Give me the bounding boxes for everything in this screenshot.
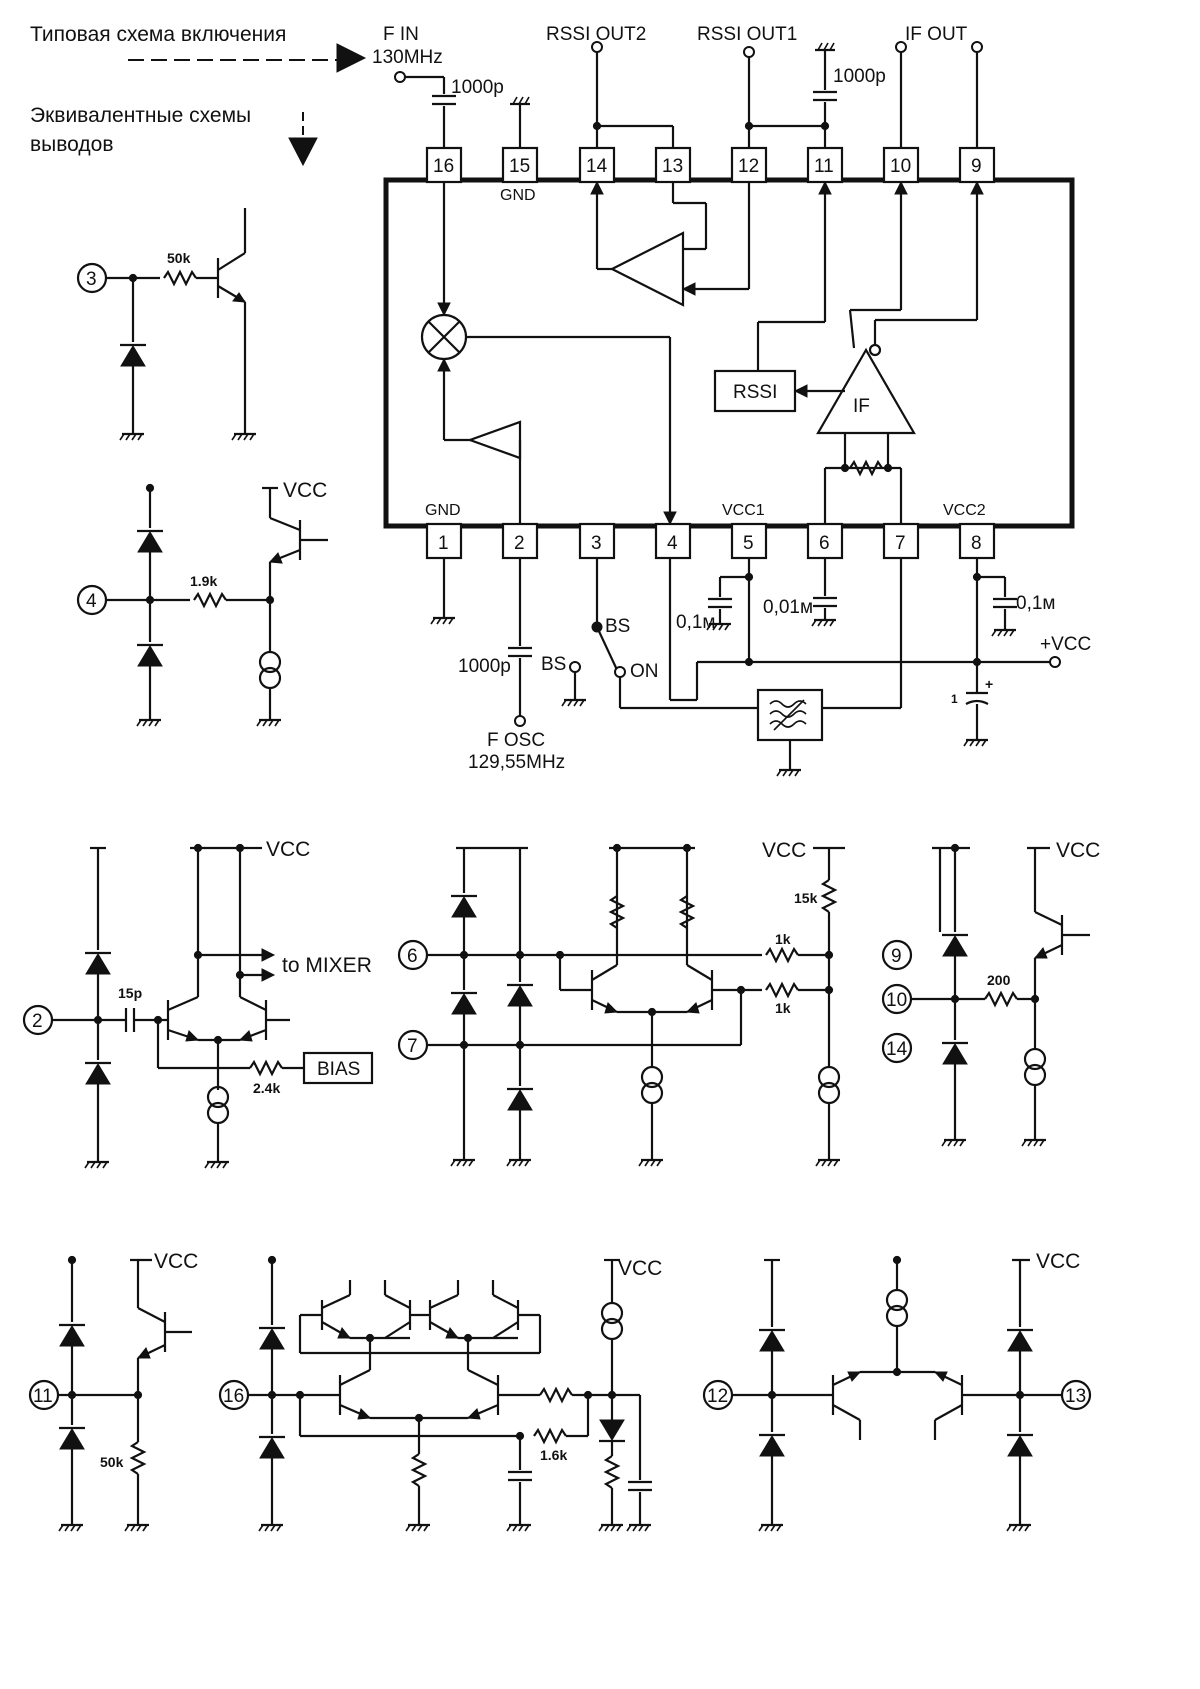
rssi-out1-label: RSSI OUT1	[697, 24, 797, 45]
ic-external-top	[394, 41, 983, 148]
ic-pin-numbers-bottom: 1 2 3 4 5 6 7 8	[438, 533, 982, 554]
eq-pin11-r1: 50k	[100, 1454, 124, 1470]
ic-vcc1-label: VCC1	[722, 502, 765, 519]
eq-pin4-r1: 1.9k	[190, 573, 217, 589]
pin-7-label: 7	[895, 533, 906, 554]
ic-gnd-bottom-label: GND	[425, 502, 461, 519]
eq-pin67-pin-a: 6	[407, 946, 418, 967]
eq-pin3-r1: 50k	[167, 250, 191, 266]
eq-pin4-vcc: VCC	[283, 479, 327, 502]
fin-label: F IN	[383, 24, 419, 45]
rssi-block-label: RSSI	[733, 382, 777, 403]
eq-pin11-vcc: VCC	[154, 1250, 198, 1273]
switch-bs-label: BS	[605, 616, 630, 637]
eq-pin91014-r1: 200	[987, 972, 1011, 988]
pin-16-label: 16	[433, 156, 454, 177]
legend-typical: Типовая схема включения	[30, 23, 286, 46]
eq-pin2-cap: 15p	[118, 985, 142, 1001]
legend-equivalent: Эквивалентные схемы	[30, 104, 251, 127]
eq-pin16-vcc: VCC	[618, 1257, 662, 1280]
eq-pin16-circuit	[218, 1255, 654, 1533]
if-block-label: IF	[853, 396, 870, 417]
eq-pin1213-pin-b: 13	[1065, 1386, 1086, 1407]
eq-pin67-pin-b: 7	[407, 1036, 418, 1057]
eq-pin1213-pin-a: 12	[707, 1386, 728, 1407]
pin-2-label: 2	[514, 533, 525, 554]
eq-pin67-r2: 1k	[775, 1000, 791, 1016]
eq-pin67-r3: 15k	[794, 890, 818, 906]
pin-13-label: 13	[662, 156, 683, 177]
fosc-freq-label: 129,55MHz	[468, 752, 565, 773]
pin-6-label: 6	[819, 533, 830, 554]
eq-pin4-pin: 4	[86, 591, 97, 612]
pin-14-label: 14	[586, 156, 608, 177]
eq-pin16-r1: 1.6k	[540, 1447, 567, 1463]
eq-pin3-circuit	[76, 208, 258, 442]
pin-4-label: 4	[667, 533, 678, 554]
legend-equivalent-2: выводов	[30, 133, 113, 156]
fin-freq-label: 130MHz	[372, 47, 443, 68]
pin-11-label: 11	[814, 156, 834, 177]
eq-pin4-circuit	[76, 483, 328, 728]
electrolytic-mark: 1	[951, 692, 958, 706]
pin-3-label: 3	[591, 533, 602, 554]
c-fosc-label: 1000p	[458, 656, 511, 677]
eq-pin2-pin: 2	[32, 1011, 43, 1032]
eq-pin91014-pin-a: 9	[891, 946, 902, 967]
ic-pins-bottom	[425, 522, 996, 560]
eq-pin2-circuit	[22, 843, 374, 1170]
eq-pin67-circuit	[397, 843, 845, 1168]
c-pin5-label: 0,1м	[676, 612, 715, 633]
eq-pin2-bias: BIAS	[317, 1059, 360, 1080]
legend-down-arrow	[288, 137, 318, 167]
pin-9-label: 9	[971, 156, 982, 177]
eq-pin2-r-bias: 2.4k	[253, 1080, 280, 1096]
ic-external-bottom	[429, 558, 1061, 778]
pin-1-label: 1	[438, 533, 449, 554]
ic-gnd-top-label: GND	[500, 187, 536, 204]
eq-pin91014-pin-c: 14	[886, 1039, 908, 1060]
pin-8-label: 8	[971, 533, 982, 554]
ic-body	[383, 177, 1075, 529]
eq-pin91014-vcc: VCC	[1056, 839, 1100, 862]
eq-pin1213-vcc: VCC	[1036, 1250, 1080, 1273]
ic-vcc2-label: VCC2	[943, 502, 986, 519]
vcc-plus-label: +VCC	[1040, 634, 1091, 655]
eq-pin1213-circuit	[702, 1255, 1092, 1533]
ic-internal: RSSI IF	[420, 180, 984, 526]
c-fin-label: 1000p	[451, 77, 504, 98]
eq-pin67-vcc: VCC	[762, 839, 806, 862]
legend-arrow-head	[336, 43, 367, 73]
eq-pin16-pin: 16	[223, 1386, 244, 1407]
eq-pin11-pin: 11	[33, 1386, 53, 1407]
if-out-label: IF OUT	[905, 24, 968, 45]
eq-pin2-vcc: VCC	[266, 838, 310, 861]
switch-bs2-label: BS	[541, 654, 566, 675]
fosc-label: F OSC	[487, 730, 545, 751]
ic-pin-numbers-top: 16 15 14 13 12 11 10 9	[433, 156, 982, 177]
pin-10-label: 10	[890, 156, 911, 177]
eq-pin11-circuit	[28, 1255, 192, 1533]
c-pin8-label: 0,1м	[1016, 593, 1055, 614]
electrolytic-plus: +	[985, 676, 993, 692]
switch-on-label: ON	[630, 661, 659, 682]
c-pin6-label: 0,01м	[763, 597, 813, 618]
pin-15-label: 15	[509, 156, 530, 177]
pin-12-label: 12	[738, 156, 759, 177]
pin-5-label: 5	[743, 533, 754, 554]
c-rssi-label: 1000p	[833, 66, 886, 87]
rssi-out2-label: RSSI OUT2	[546, 24, 646, 45]
eq-pin91014-circuit	[881, 843, 1090, 1148]
eq-pin3-pin: 3	[86, 269, 97, 290]
eq-pin2-mixer: to MIXER	[282, 954, 372, 977]
eq-pin91014-pin-b: 10	[886, 990, 907, 1011]
eq-pin67-r1: 1k	[775, 931, 791, 947]
